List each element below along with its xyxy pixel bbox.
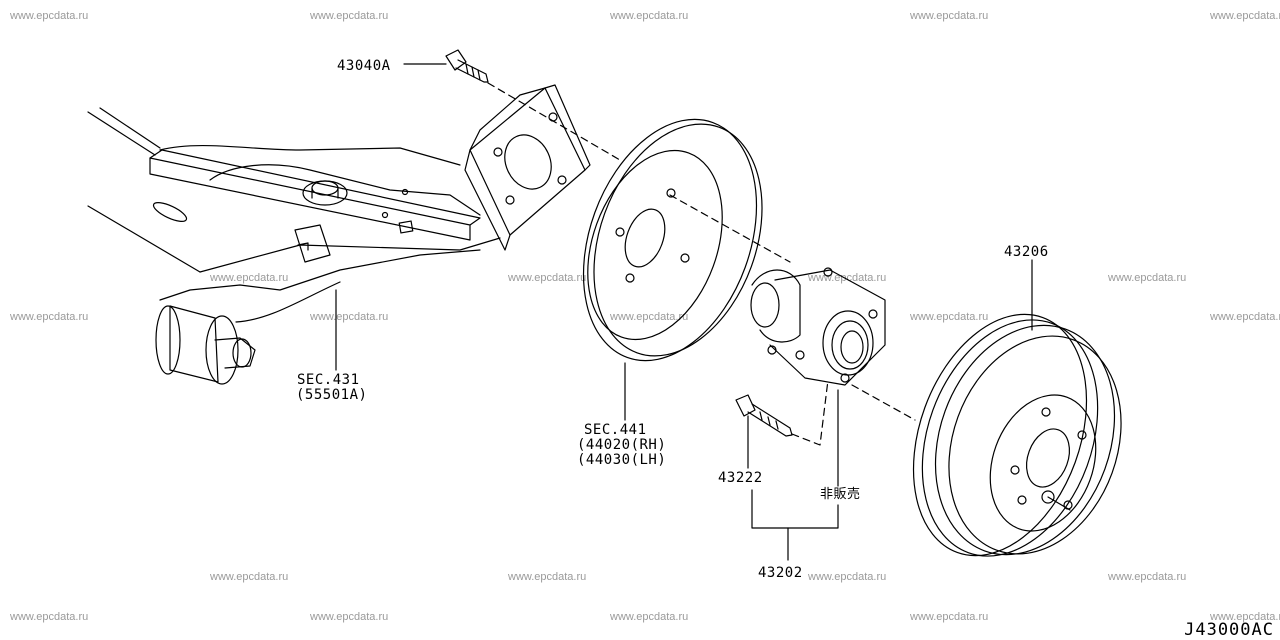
hub-bearing <box>750 267 886 386</box>
bolt-43040a <box>445 49 489 83</box>
watermark: www.epcdata.ru <box>310 611 389 623</box>
diagram-code: J43000AC <box>1184 620 1274 640</box>
watermark: www.epcdata.ru <box>508 272 587 284</box>
label-43040a[interactable]: 43040A <box>337 58 391 74</box>
label-43222[interactable]: 43222 <box>718 470 763 486</box>
watermark: www.epcdata.ru <box>1210 10 1280 22</box>
watermark: www.epcdata.ru <box>910 311 989 323</box>
axle-bushing <box>155 305 256 385</box>
label-55501a[interactable]: (55501A) <box>296 387 368 403</box>
watermark: www.epcdata.ru <box>10 311 89 323</box>
label-sec431[interactable]: SEC.431 <box>297 372 360 388</box>
watermark: www.epcdata.ru <box>310 311 389 323</box>
hub-bolt-43222 <box>735 394 793 437</box>
watermark: www.epcdata.ru <box>808 272 887 284</box>
watermark: www.epcdata.ru <box>610 611 689 623</box>
watermark: www.epcdata.ru <box>1108 272 1187 284</box>
watermark: www.epcdata.ru <box>910 10 989 22</box>
label-44020-rh[interactable]: (44020(RH) <box>577 437 667 453</box>
label-44030-lh[interactable]: (44030(LH) <box>577 452 667 468</box>
brake-drum <box>912 313 1122 557</box>
watermark: www.epcdata.ru <box>1210 611 1280 623</box>
watermark: www.epcdata.ru <box>610 311 689 323</box>
mounting-bracket <box>464 84 591 251</box>
label-43206[interactable]: 43206 <box>1004 244 1049 260</box>
watermark: www.epcdata.ru <box>610 10 689 22</box>
watermark: www.epcdata.ru <box>210 571 289 583</box>
watermark: www.epcdata.ru <box>1108 571 1187 583</box>
watermark: www.epcdata.ru <box>508 571 587 583</box>
label-sec441[interactable]: SEC.441 <box>584 422 647 438</box>
watermark: www.epcdata.ru <box>10 611 89 623</box>
assembly-dashed-lines <box>487 82 916 446</box>
rear-axle-beam <box>87 107 501 323</box>
watermark: www.epcdata.ru <box>910 611 989 623</box>
watermark: www.epcdata.ru <box>310 10 389 22</box>
label-43202[interactable]: 43202 <box>758 565 803 581</box>
watermark: www.epcdata.ru <box>1210 311 1280 323</box>
watermark: www.epcdata.ru <box>10 10 89 22</box>
leader-lines <box>335 63 1071 561</box>
watermark: www.epcdata.ru <box>808 571 887 583</box>
watermark: www.epcdata.ru <box>210 272 289 284</box>
brake-back-plate <box>582 118 763 362</box>
label-not-for-sale: 非販売 <box>820 487 861 502</box>
